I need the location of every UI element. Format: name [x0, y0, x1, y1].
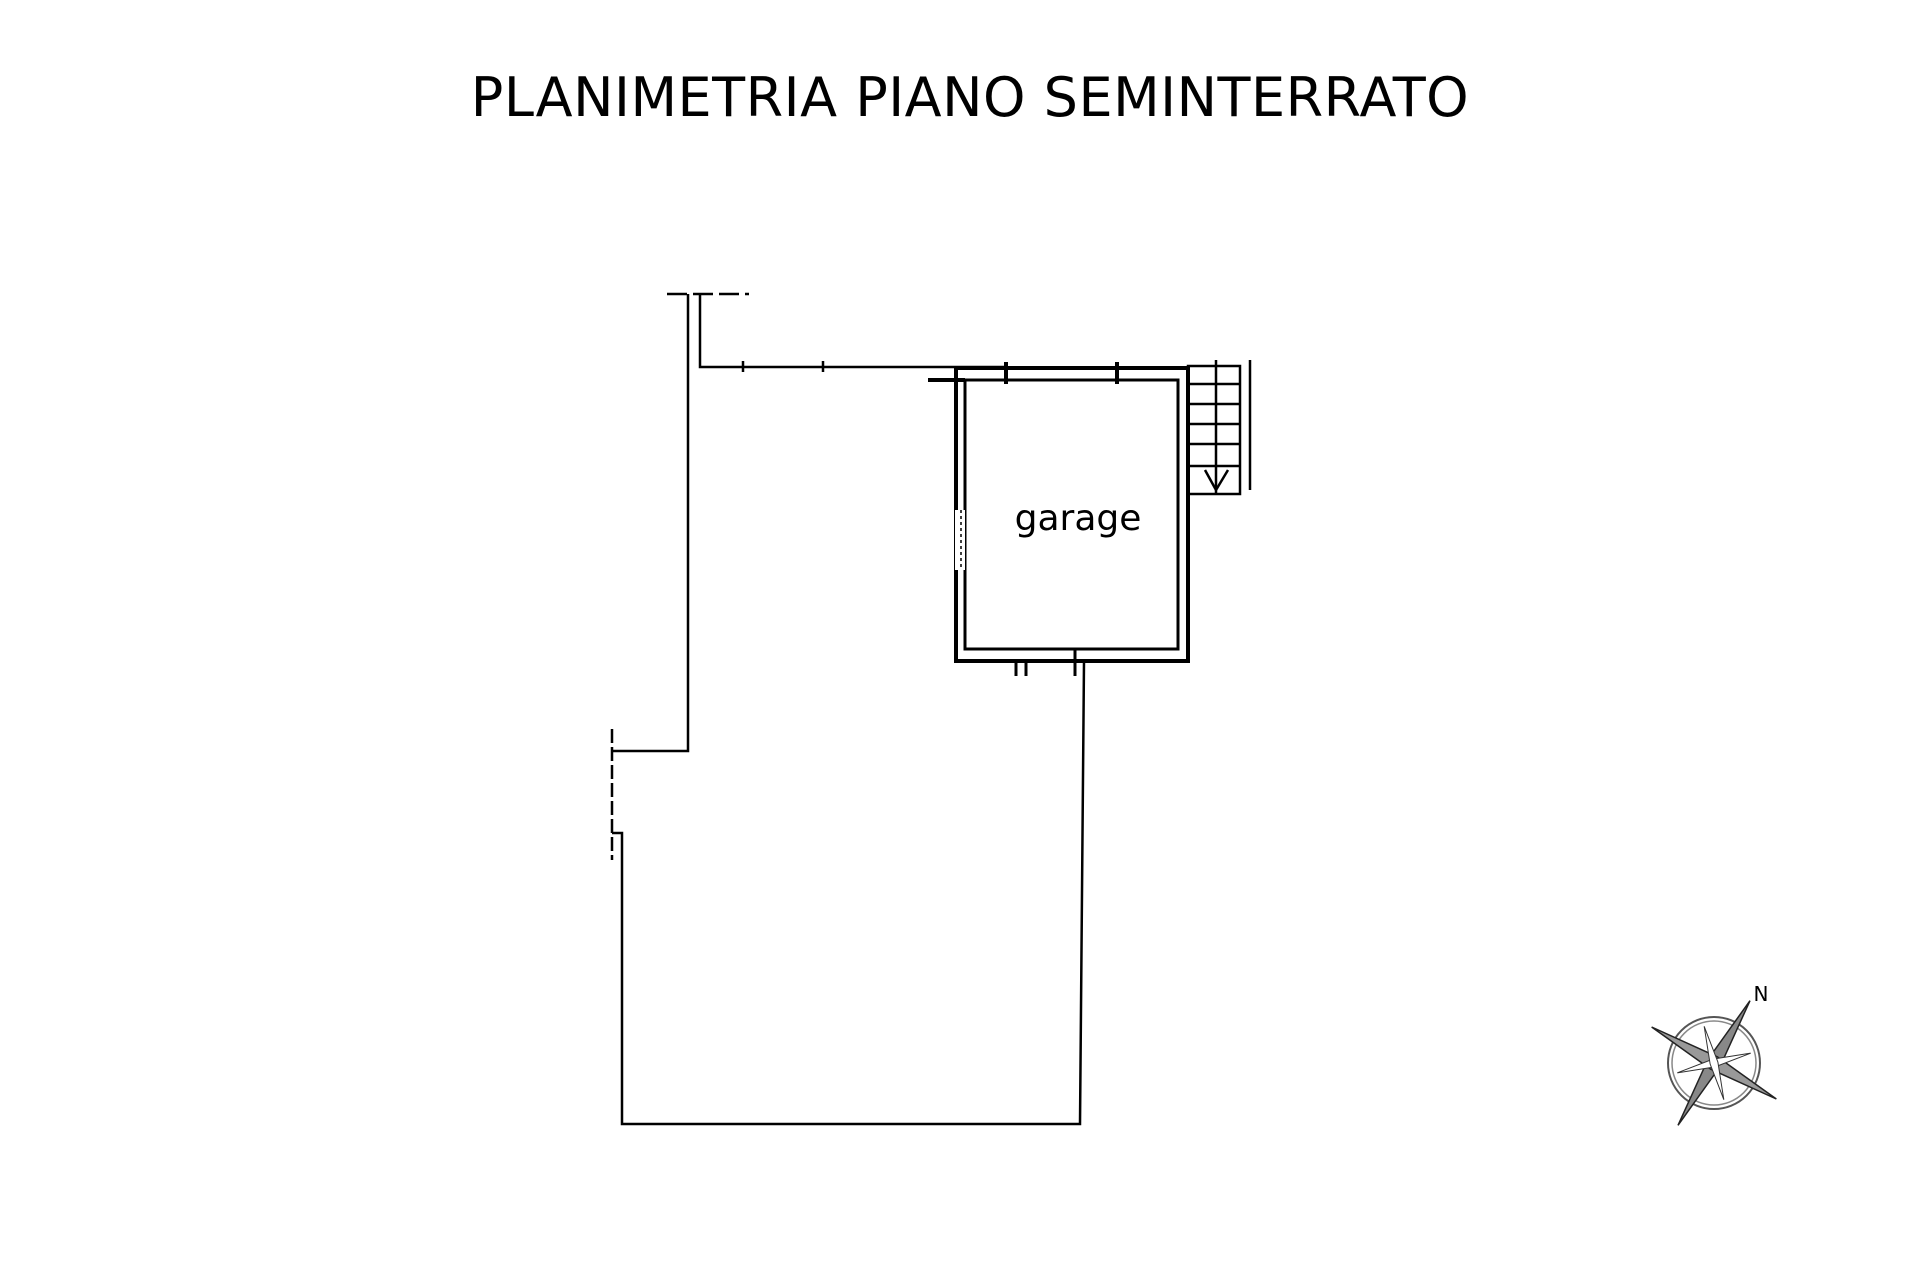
garage-walls — [928, 362, 1190, 676]
lot-boundary — [610, 292, 1086, 1126]
staircase — [1186, 360, 1252, 496]
plan-title: PLANIMETRIA PIANO SEMINTERRATO — [470, 66, 1470, 129]
compass-rose-icon — [1651, 1000, 1777, 1126]
room-label-garage: garage — [1015, 498, 1142, 539]
compass-north-label: N — [1754, 982, 1769, 1006]
